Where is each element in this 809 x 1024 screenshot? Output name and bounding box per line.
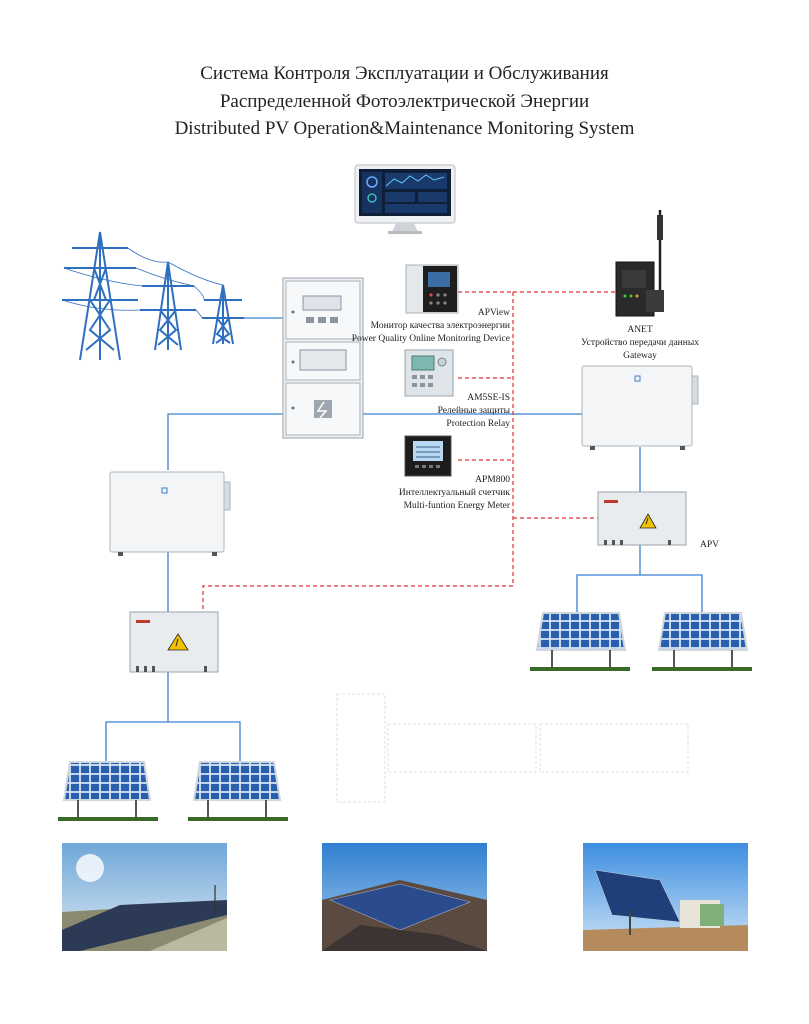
power-lines (105, 317, 703, 762)
anet-gateway (615, 210, 664, 317)
am5se-relay (404, 349, 454, 397)
solar-panel-left-2 (188, 761, 288, 821)
comm-lines (202, 291, 616, 615)
title-line-3: Distributed PV Operation&Maintenance Mon… (174, 118, 635, 139)
inverter-left (109, 471, 231, 556)
apview-device (405, 264, 459, 314)
apv-combiner-right (597, 491, 687, 546)
apview-en: Power Quality Online Monitoring Device (351, 334, 510, 344)
am5se-label: AM5SE-IS Релейные защиты Protection Rela… (330, 392, 510, 431)
apm800-ru: Интеллектуальный счетчик (398, 488, 510, 498)
faint-placeholder (336, 693, 689, 803)
solar-panel-left-1 (58, 761, 158, 821)
placeholder-text (342, 738, 380, 743)
photo-tracker-solar (583, 843, 748, 951)
apv-label: APV (700, 540, 720, 550)
apm800-name: APM800 (475, 475, 510, 485)
apview-ru: Монитор качества электроэнергии (370, 321, 510, 331)
solar-panel-right-2 (652, 612, 752, 671)
title-line-2: Распределенной Фотоэлектрической Энергии (219, 91, 590, 112)
apm800-meter (404, 435, 452, 477)
apview-label: APView Монитор качества электроэнергии P… (330, 307, 510, 346)
photo-rooftop-solar (322, 843, 487, 951)
inverter-right (581, 365, 699, 450)
solar-panel-right-1 (530, 612, 630, 671)
switchgear-cabinet (282, 277, 364, 439)
anet-name: ANET (627, 325, 653, 335)
monitor-workstation (354, 164, 456, 234)
title-line-1: Система Контроля Эксплуатации и Обслужив… (200, 63, 609, 84)
am5se-name: AM5SE-IS (467, 393, 510, 403)
anet-ru: Устройство передачи данных (581, 338, 699, 348)
am5se-en: Protection Relay (446, 419, 510, 429)
apm800-en: Multi-funtion Energy Meter (403, 501, 510, 511)
anet-en: Gateway (623, 351, 657, 361)
combiner-left (129, 611, 219, 673)
am5se-ru: Релейные защиты (437, 406, 510, 416)
anet-label: ANET Устройство передачи данных Gateway (565, 324, 715, 363)
photo-solar-farm (62, 843, 227, 951)
apm800-label: APM800 Интеллектуальный счетчик Multi-fu… (330, 474, 510, 513)
transmission-towers (61, 231, 244, 361)
apview-name: APView (477, 308, 510, 318)
